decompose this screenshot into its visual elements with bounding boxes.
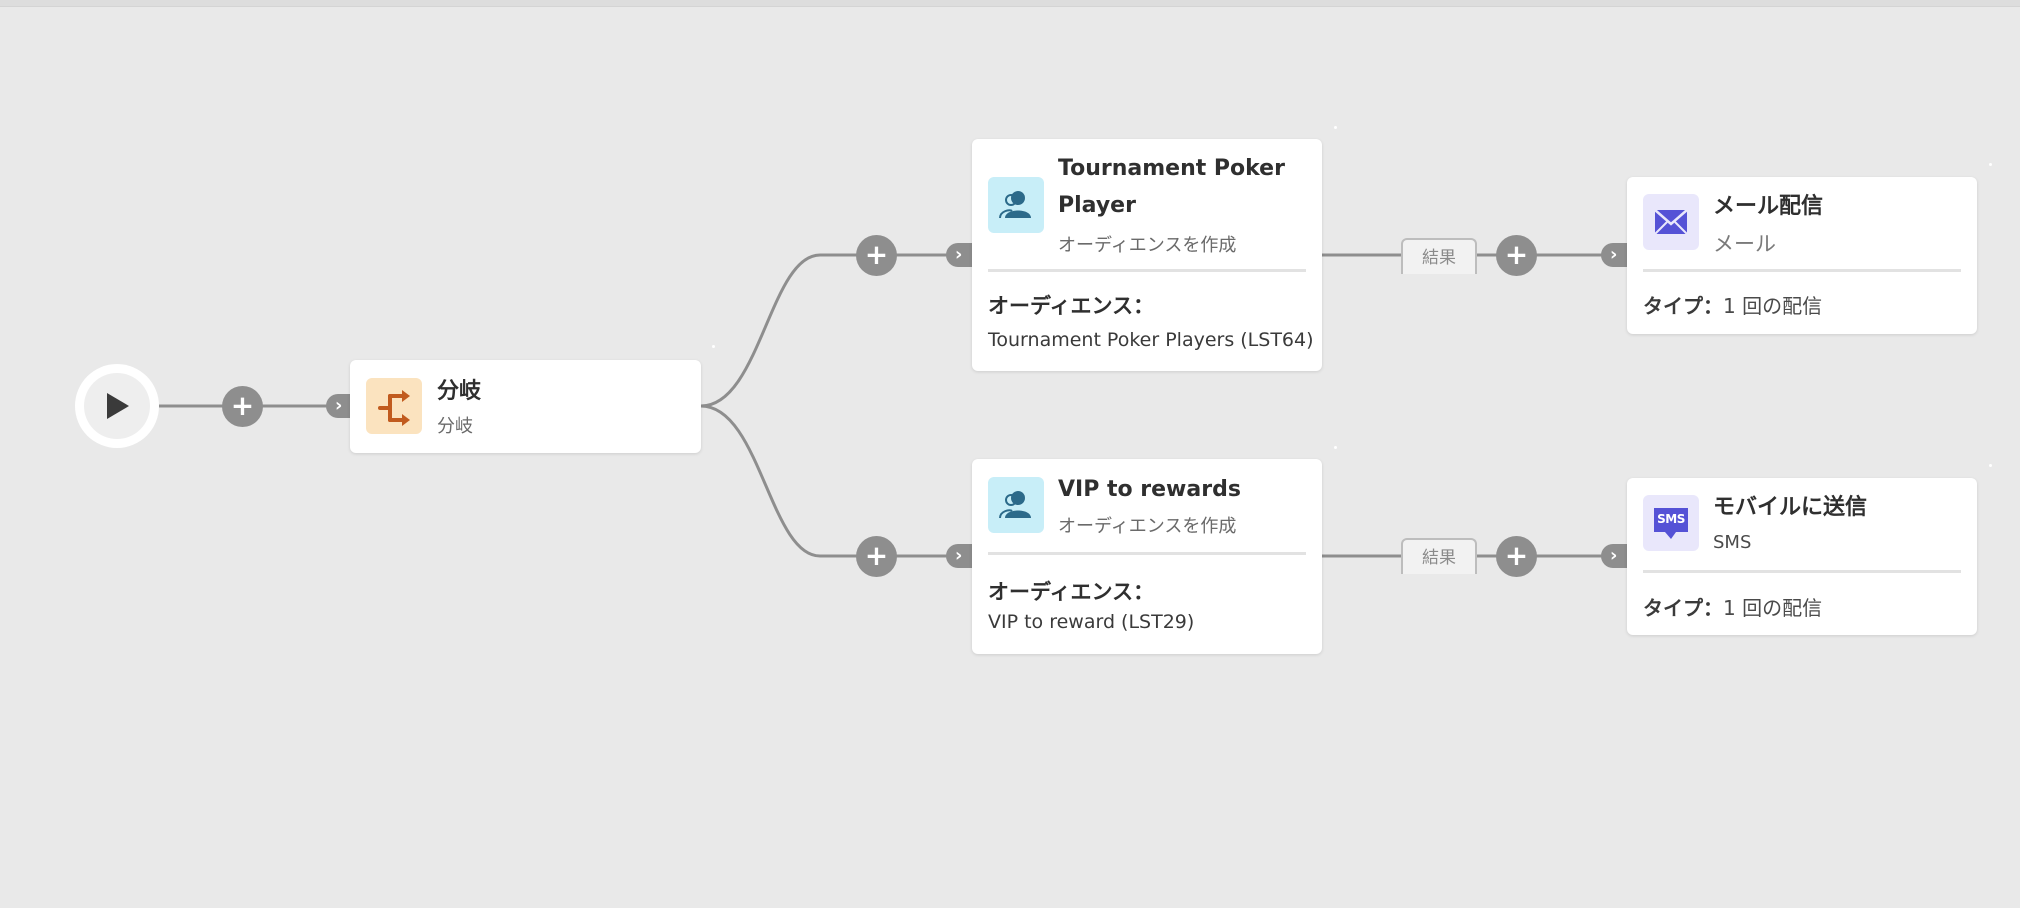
split-icon	[366, 378, 422, 434]
audience-2-field-label: オーディエンス：	[988, 580, 1155, 604]
audience-1-field-value: Tournament Poker Players (LST64)	[988, 329, 1314, 351]
split-input-port[interactable]: ›	[326, 394, 354, 418]
audience-icon	[988, 477, 1044, 533]
sms-type-value: 1 回の配信	[1723, 596, 1823, 620]
plus-icon: +	[1504, 539, 1529, 572]
email-title: メール配信	[1713, 194, 1824, 219]
email-activity-card[interactable]: メール配信 メール タイプ：1 回の配信	[1627, 177, 1977, 334]
email-type-row: タイプ：1 回の配信	[1643, 290, 1822, 319]
audience-activity-card-2[interactable]: VIP to rewards オーディエンスを作成 オーディエンス： VIP t…	[972, 459, 1322, 654]
add-activity-button-start[interactable]: +	[222, 386, 263, 427]
split-title: 分岐	[437, 379, 482, 404]
canvas-dot	[1334, 446, 1337, 449]
sms-type-row: タイプ：1 回の配信	[1643, 592, 1822, 621]
canvas-dot	[712, 345, 715, 348]
email-input-port[interactable]: ›	[1601, 243, 1629, 267]
sms-input-port[interactable]: ›	[1601, 544, 1629, 568]
card-divider	[988, 269, 1306, 272]
sms-type-label: タイプ：	[1643, 596, 1723, 620]
email-subtitle: メール	[1713, 232, 1776, 256]
split-subtitle: 分岐	[437, 416, 473, 437]
add-activity-button-branch-2[interactable]: +	[856, 536, 897, 577]
audience-2-field-value: VIP to reward (LST29)	[988, 611, 1195, 633]
audience-1-title: Tournament Poker Player	[1058, 156, 1285, 218]
plus-icon: +	[230, 389, 255, 422]
card-divider	[1643, 269, 1961, 272]
chevron-right-icon: ›	[955, 244, 963, 265]
top-divider	[0, 0, 2020, 7]
audience-1-input-port[interactable]: ›	[946, 243, 974, 267]
email-type-value: 1 回の配信	[1723, 294, 1823, 318]
plus-icon: +	[864, 539, 889, 572]
plus-icon: +	[864, 238, 889, 271]
email-icon	[1643, 194, 1699, 250]
canvas-dot	[1334, 126, 1337, 129]
connector-split-to-branch-1	[700, 253, 970, 408]
audience-1-subtitle: オーディエンスを作成	[1058, 235, 1237, 256]
canvas-dot	[1989, 464, 1992, 467]
audience-1-field-label: オーディエンス：	[988, 294, 1155, 318]
audience-icon	[988, 177, 1044, 233]
add-activity-button-result-1[interactable]: +	[1496, 235, 1537, 276]
sms-title: モバイルに送信	[1713, 495, 1868, 520]
split-activity-card[interactable]: 分岐 分岐	[350, 360, 701, 453]
add-activity-button-branch-1[interactable]: +	[856, 235, 897, 276]
chevron-right-icon: ›	[1610, 244, 1618, 265]
play-icon	[107, 393, 129, 419]
chevron-right-icon: ›	[955, 545, 963, 566]
result-label-2: 結果	[1401, 538, 1477, 574]
sms-icon-text: SMS	[1657, 512, 1685, 526]
start-button[interactable]	[75, 364, 159, 448]
audience-2-subtitle: オーディエンスを作成	[1058, 516, 1237, 537]
audience-2-title: VIP to rewards	[1058, 477, 1241, 502]
sms-icon: SMS	[1643, 495, 1699, 551]
chevron-right-icon: ›	[335, 395, 343, 416]
sms-subtitle: SMS	[1713, 532, 1752, 553]
canvas-dot	[1989, 163, 1992, 166]
connector-split-to-branch-2	[700, 404, 970, 558]
email-type-label: タイプ：	[1643, 294, 1723, 318]
add-activity-button-result-2[interactable]: +	[1496, 536, 1537, 577]
card-divider	[988, 552, 1306, 555]
chevron-right-icon: ›	[1610, 545, 1618, 566]
plus-icon: +	[1504, 238, 1529, 271]
audience-2-input-port[interactable]: ›	[946, 544, 974, 568]
sms-activity-card[interactable]: SMS モバイルに送信 SMS タイプ：1 回の配信	[1627, 478, 1977, 635]
audience-activity-card-1[interactable]: Tournament Poker Player オーディエンスを作成 オーディエ…	[972, 139, 1322, 371]
result-label-1: 結果	[1401, 238, 1477, 274]
card-divider	[1643, 570, 1961, 573]
